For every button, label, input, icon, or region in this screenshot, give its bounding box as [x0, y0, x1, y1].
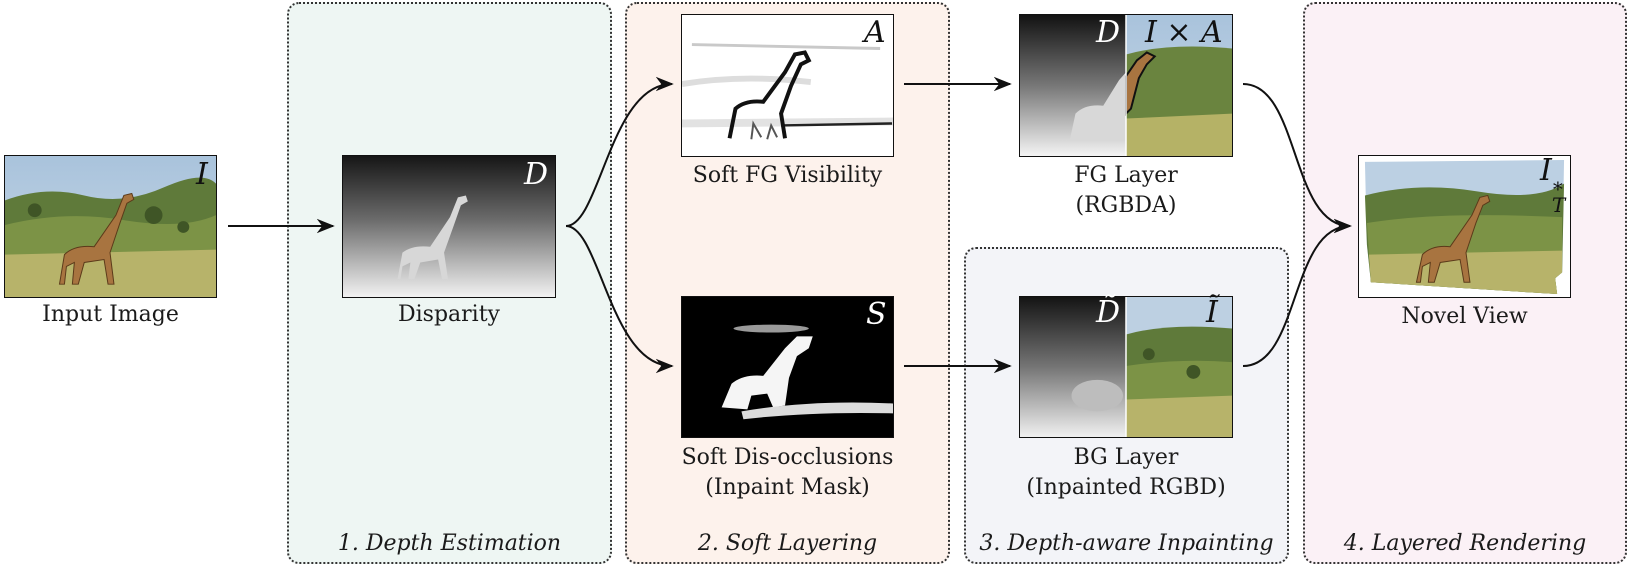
- caption-bg-layer-line2: (Inpainted RGBD): [1026, 475, 1226, 500]
- arrow-bg-to-novel: [1242, 218, 1352, 367]
- symbol-novel-view: I * T: [1540, 153, 1566, 218]
- caption-bg-layer: BG Layer (Inpainted RGBD): [999, 443, 1253, 503]
- caption-novel-view: Novel View: [1401, 304, 1528, 329]
- caption-soft-disocclusions-line1: Soft Dis-occlusions: [681, 445, 894, 470]
- symbol-alpha-a: A: [864, 15, 886, 50]
- caption-fg-layer-line2: (RGBDA): [1075, 193, 1177, 218]
- caption-fg-layer-line1: FG Layer: [1074, 163, 1178, 188]
- caption-bg-layer-line1: BG Layer: [1073, 445, 1179, 470]
- panel-label-depth: 1. Depth Estimation: [337, 531, 562, 556]
- symbol-input-i: I: [196, 157, 208, 192]
- symbol-fg-rgb-ixa: I × A: [1145, 15, 1223, 50]
- arrow-disparity-to-mask: [565, 225, 674, 374]
- symbol-bg-depth-dtilde: D̃: [1096, 295, 1121, 330]
- symbol-novel-main: I: [1540, 153, 1552, 188]
- symbol-disparity-d: D: [524, 157, 549, 192]
- panel-label-layering: 2. Soft Layering: [697, 531, 878, 556]
- novel-view-image: [1358, 155, 1571, 298]
- symbol-fg-depth-d: D: [1096, 15, 1121, 50]
- soft-fg-visibility-map: [681, 14, 894, 157]
- symbol-novel-sup: *: [1552, 177, 1563, 201]
- bg-layer-image: [1019, 296, 1233, 438]
- symbol-mask-s: S: [866, 297, 887, 332]
- caption-soft-fg: Soft FG Visibility: [692, 163, 883, 188]
- disparity-map: [342, 155, 556, 298]
- arrow-disparity-to-alpha: [565, 76, 674, 227]
- soft-disocclusion-mask: [681, 296, 894, 438]
- caption-soft-disocclusions: Soft Dis-occlusions (Inpaint Mask): [641, 443, 934, 503]
- panel-label-rendering: 4. Layered Rendering: [1343, 531, 1587, 556]
- caption-disparity: Disparity: [398, 302, 500, 327]
- caption-input-image: Input Image: [42, 302, 179, 327]
- panel-label-inpainting: 3. Depth-aware Inpainting: [979, 531, 1274, 556]
- arrow-fg-to-novel: [1242, 83, 1352, 234]
- input-image: [4, 155, 217, 298]
- caption-soft-disocclusions-line2: (Inpaint Mask): [705, 475, 870, 500]
- symbol-bg-rgb-itilde: Ĩ: [1206, 295, 1218, 330]
- caption-fg-layer: FG Layer (RGBDA): [1019, 161, 1233, 221]
- symbol-novel-sub: T: [1551, 193, 1566, 217]
- fg-layer-image: [1019, 14, 1233, 157]
